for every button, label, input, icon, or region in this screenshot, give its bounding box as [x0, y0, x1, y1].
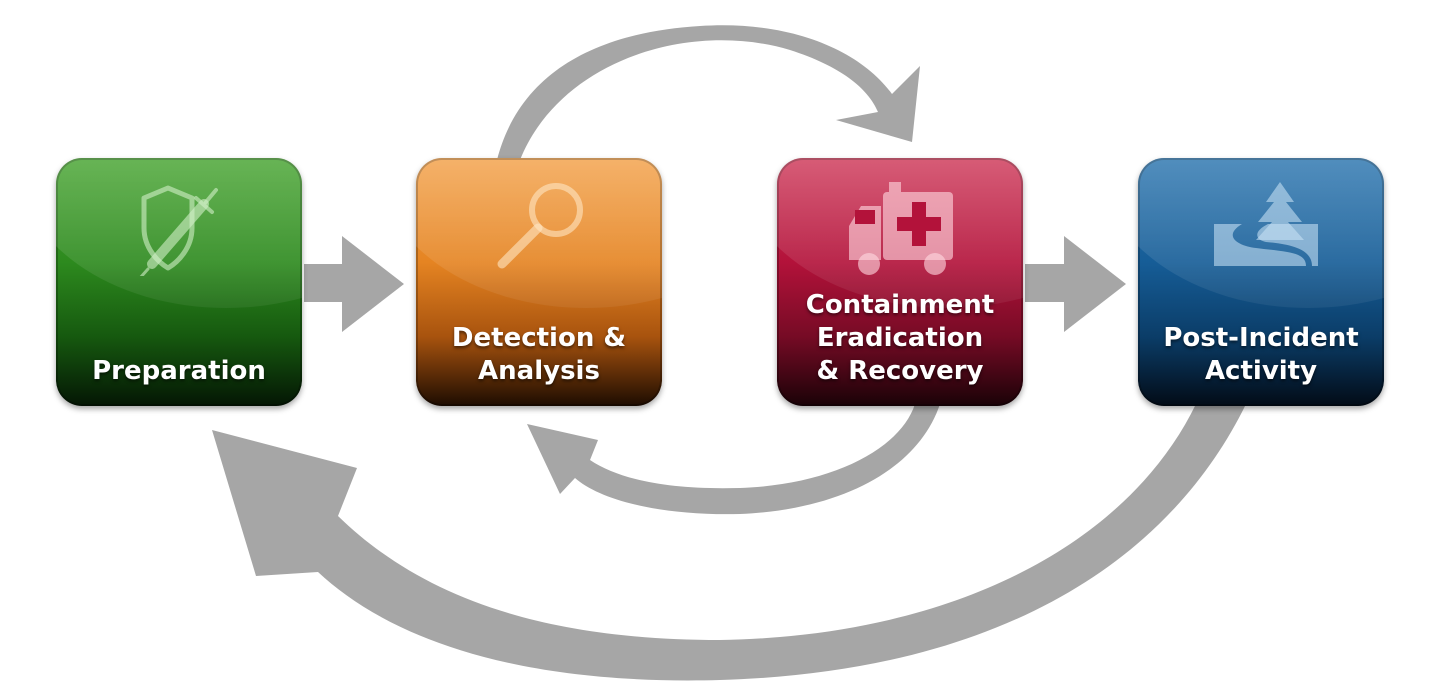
- ambulance-icon: [849, 182, 953, 275]
- arrow-preparation-to-detection: [304, 236, 404, 332]
- phase-label: Containment Eradication & Recovery: [805, 290, 995, 386]
- phase-post-incident-activity: Post-Incident Activity: [1138, 158, 1384, 406]
- arrow-post-to-preparation: [212, 404, 1246, 681]
- road-tree-icon: [1214, 182, 1318, 266]
- magnifier-icon: [497, 183, 583, 269]
- shield-syringe-icon: [139, 185, 218, 276]
- phase-label: Post-Incident Activity: [1163, 323, 1359, 386]
- phase-label: Detection & Analysis: [451, 323, 627, 386]
- arrow-containment-to-detection: [527, 404, 940, 515]
- phase-detection-analysis: Detection & Analysis: [416, 158, 662, 406]
- arrow-containment-to-post: [1025, 236, 1126, 332]
- phase-label: Preparation: [92, 356, 266, 386]
- arrow-detection-to-containment: [497, 25, 920, 161]
- phase-containment-eradication-recovery: Containment Eradication & Recovery: [777, 158, 1023, 406]
- phase-preparation: Preparation: [56, 158, 302, 406]
